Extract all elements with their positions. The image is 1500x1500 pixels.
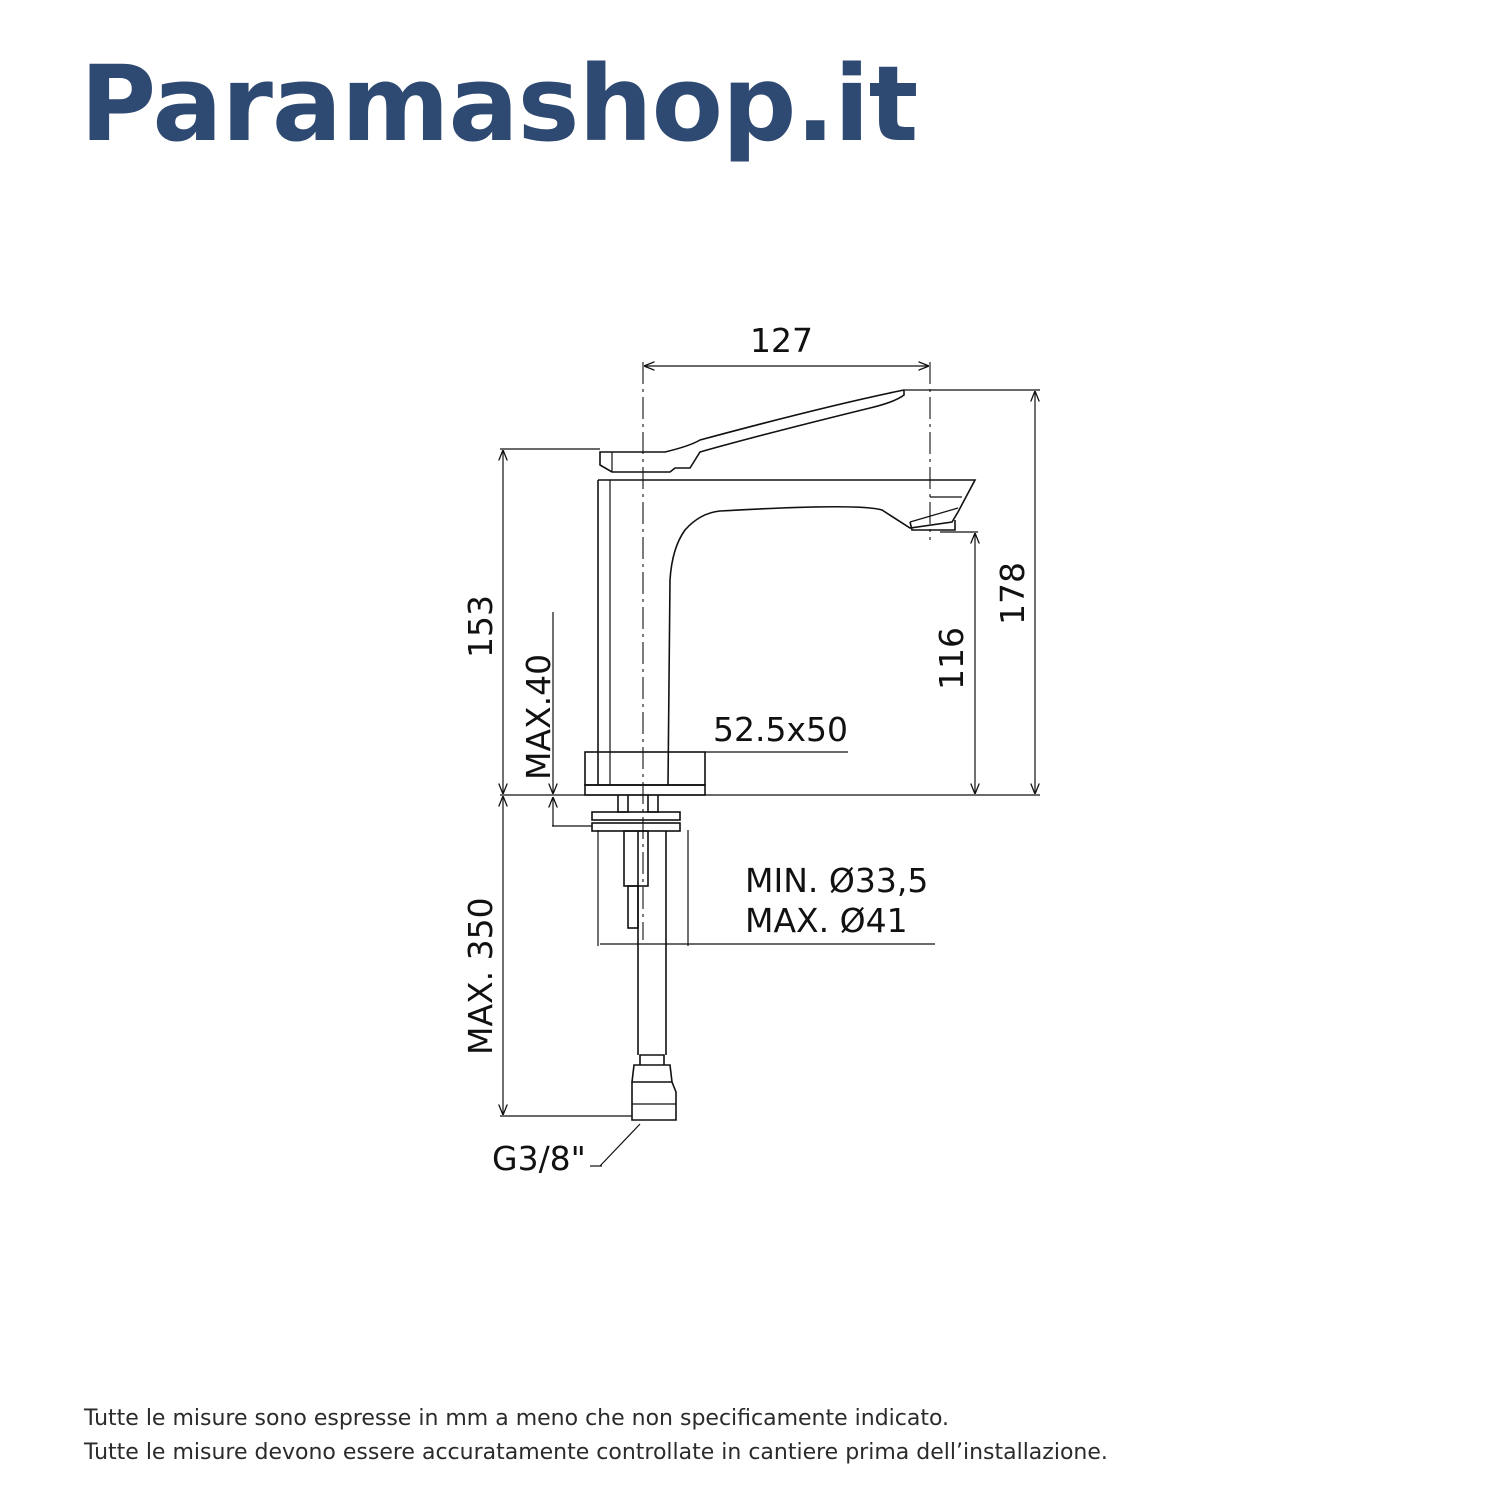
footer-note-2: Tutte le misure devono essere accuratame… [84, 1440, 1108, 1465]
footer-notes: Tutte le misure sono espresse in mm a me… [84, 1402, 1108, 1470]
dim-spout-reach: 127 [750, 321, 813, 360]
footer-note-1: Tutte le misure sono espresse in mm a me… [84, 1406, 950, 1431]
dimension-labels: 127 178 153 116 MAX.40 52.5x50 MIN. Ø33,… [461, 321, 1032, 1178]
dim-hole-max: MAX. Ø41 [745, 901, 908, 940]
dim-total-height: 178 [993, 562, 1032, 625]
shank [617, 795, 659, 813]
dim-hole-min: MIN. Ø33,5 [745, 861, 928, 900]
faucet-outline [584, 362, 977, 1121]
fixing-plate [591, 811, 681, 821]
hose-nut [631, 1054, 677, 1121]
flexible-hose [637, 831, 667, 1055]
spout [598, 479, 977, 786]
dim-connection: G3/8" [492, 1139, 586, 1178]
brand-logo: Paramashop.it [80, 43, 918, 165]
dim-hose-length: MAX. 350 [461, 897, 500, 1055]
dim-deck-max-thickness: MAX.40 [519, 654, 558, 780]
aerator [909, 520, 956, 531]
lever-handle [599, 389, 905, 473]
base-plate [584, 751, 706, 786]
dim-base-size: 52.5x50 [713, 710, 848, 749]
dim-body-height: 153 [461, 595, 500, 658]
dimension-lines [503, 366, 1035, 1114]
dim-spout-height: 116 [932, 627, 971, 690]
extension-lines [500, 389, 1040, 1167]
